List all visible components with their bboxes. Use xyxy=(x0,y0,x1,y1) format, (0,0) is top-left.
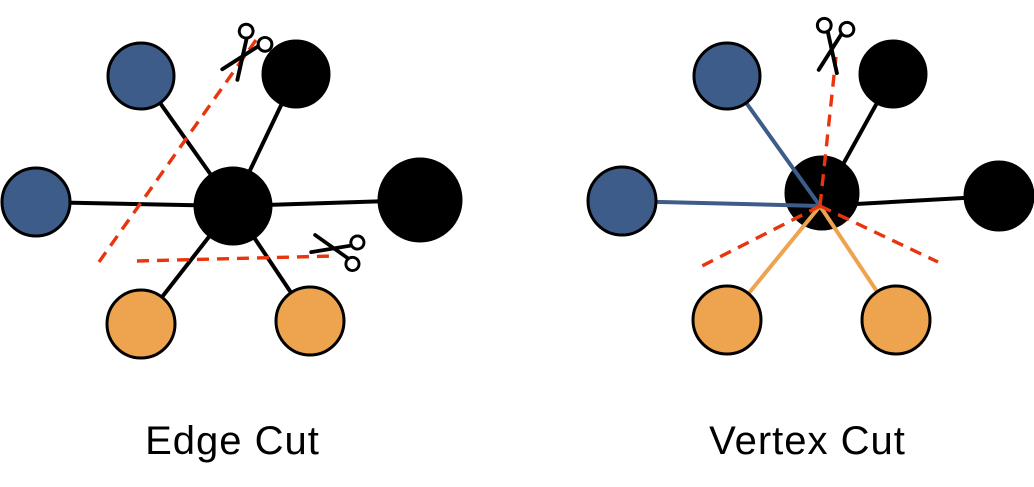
scissors-icon xyxy=(815,16,856,75)
edge-cut-label: Edge Cut xyxy=(145,419,320,463)
vertex-cut-cut-line-2 xyxy=(819,204,939,264)
edge-cut-cut-line-1 xyxy=(136,254,335,263)
edge-cut-black-node-right xyxy=(377,157,463,243)
vertex-cut-cut-line-0 xyxy=(818,56,838,207)
edge-cut-black-node-top-right xyxy=(261,39,331,109)
vertex-cut-center-node xyxy=(784,155,860,231)
edge-cut-cut-line-0 xyxy=(97,39,258,263)
vertex-cut-orange-node-bottom-left xyxy=(691,284,763,356)
edge-cut-blue-node-left xyxy=(0,166,72,238)
edge-cut-center-node xyxy=(193,166,273,246)
edge-cut-blue-node-top-left xyxy=(106,41,176,111)
vertex-cut-black-node-right xyxy=(963,160,1034,232)
vertex-cut-black-node-top-right xyxy=(858,39,928,109)
scissors-icon xyxy=(309,233,366,272)
edge-cut-orange-node-bottom-left xyxy=(105,288,177,360)
edge-cut-orange-node-bottom-right xyxy=(274,285,346,357)
vertex-cut-blue-node-top-left xyxy=(692,41,762,111)
vertex-cut-blue-node-left xyxy=(586,165,658,237)
scissors-icon xyxy=(220,22,274,82)
vertex-cut-orange-node-bottom-right xyxy=(860,284,932,356)
vertex-cut-cut-line-1 xyxy=(697,204,821,270)
vertex-cut-diagram xyxy=(586,16,1034,356)
edge-cut-diagram xyxy=(0,22,463,360)
vertex-cut-label: Vertex Cut xyxy=(709,419,906,463)
